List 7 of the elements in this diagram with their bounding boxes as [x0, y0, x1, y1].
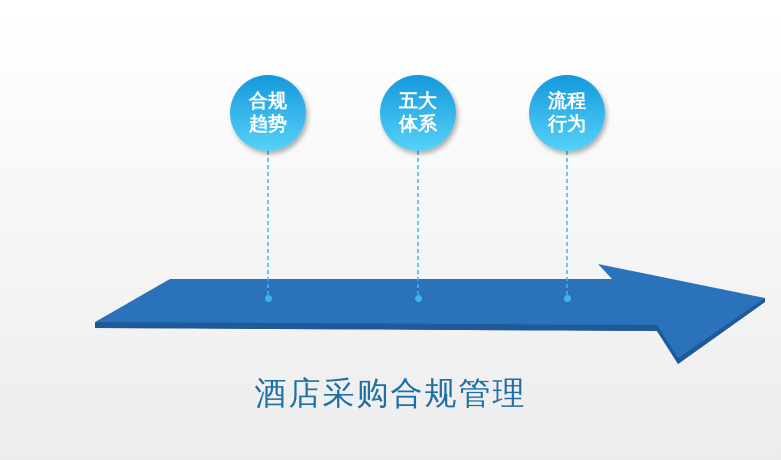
- dashed-connector: [566, 151, 568, 294]
- diagram-title: 酒店采购合规管理: [254, 373, 528, 414]
- circle-label: 合规趋势: [248, 90, 288, 136]
- circle-label: 五大体系: [398, 90, 438, 136]
- circle-label: 流程行为: [546, 90, 587, 136]
- dashed-connector: [267, 151, 269, 294]
- dashed-connector: [417, 151, 419, 294]
